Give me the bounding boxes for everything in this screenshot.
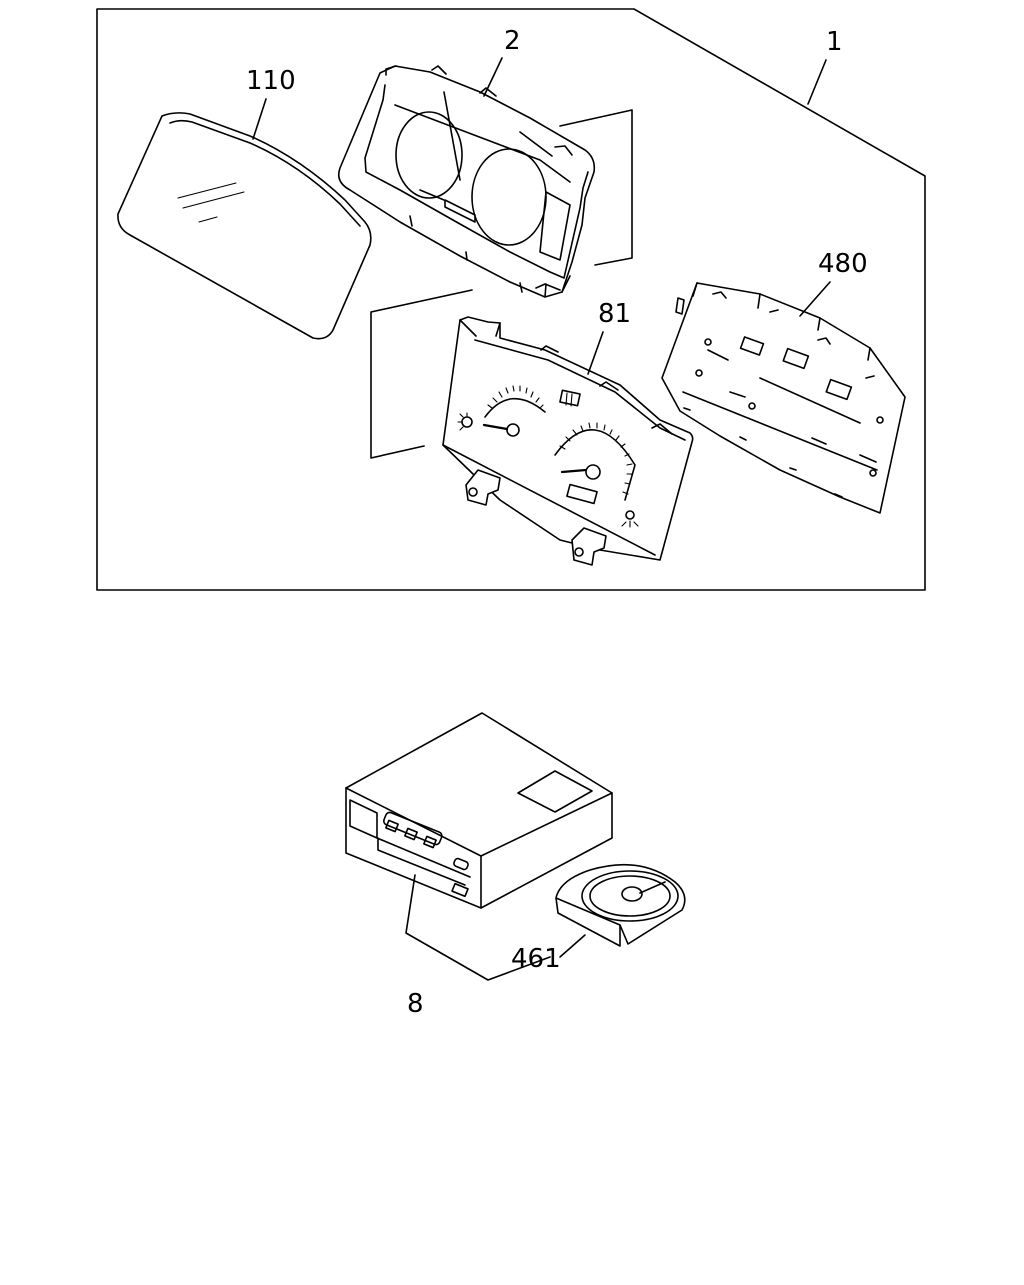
housing-part xyxy=(337,57,596,298)
callout-housing: 2 xyxy=(504,26,521,56)
callout-assembly: 1 xyxy=(826,27,843,57)
callout-lens: 110 xyxy=(246,66,296,96)
bracket-lines xyxy=(370,109,633,459)
audio-unit-part xyxy=(345,712,613,981)
disc-tray-part xyxy=(555,863,686,958)
assembly-border xyxy=(96,8,926,591)
lens-part xyxy=(117,98,372,340)
callout-audio-unit: 8 xyxy=(407,989,424,1019)
callout-disc-tray: 461 xyxy=(511,944,561,974)
callout-circuit-board: 480 xyxy=(818,249,868,279)
callout-dial-face: 81 xyxy=(598,299,631,329)
circuit-board-part xyxy=(661,281,906,514)
dial-face-part xyxy=(442,316,694,566)
